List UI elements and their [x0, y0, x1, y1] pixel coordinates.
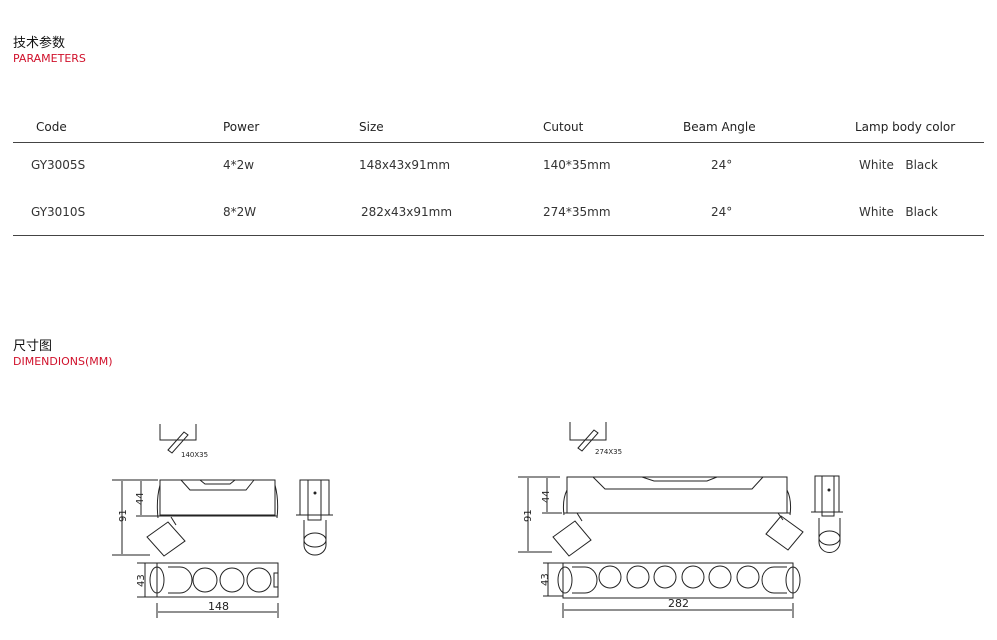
- cell-beam-angle: 24°: [711, 205, 733, 219]
- cell-power: 4*2w: [223, 158, 255, 172]
- header-cutout: Cutout: [543, 120, 584, 134]
- table-divider: [13, 142, 984, 143]
- dimensions-title-cn: 尺寸图: [13, 339, 53, 354]
- cell-code: GY3010S: [31, 205, 86, 219]
- bottom-view: [557, 562, 801, 599]
- cell-size: 148x43x91mm: [359, 158, 451, 172]
- cell-color: White Black: [859, 158, 938, 172]
- dim-height: 91: [118, 509, 129, 522]
- dim-height: 91: [523, 509, 534, 522]
- parameters-title-cn: 技术参数: [13, 36, 66, 51]
- dimension-lines: [112, 479, 279, 618]
- cell-code: GY3005S: [31, 158, 86, 172]
- header-code: Code: [36, 120, 67, 134]
- cell-power: 8*2W: [223, 205, 257, 219]
- parameters-title-en: PARAMETERS: [13, 52, 86, 65]
- header-lamp-body-color: Lamp body color: [855, 120, 956, 134]
- cutout-icon: [569, 422, 607, 452]
- cutout-label: 140X35: [181, 451, 208, 459]
- table-bottom-rule: [13, 235, 984, 236]
- dimension-lines: [518, 476, 794, 618]
- header-beam-angle: Beam Angle: [683, 120, 756, 134]
- cutout-label: 274X35: [595, 448, 622, 456]
- header-power: Power: [223, 120, 260, 134]
- dim-body-height: 44: [541, 490, 552, 503]
- dimensions-title-en: DIMENDIONS(MM): [13, 355, 113, 368]
- dim-body-height: 44: [135, 492, 146, 505]
- cell-cutout: 274*35mm: [543, 205, 611, 219]
- dim-length: 148: [208, 600, 229, 613]
- front-view: [146, 479, 279, 557]
- side-view: [811, 475, 843, 553]
- cutout-icon: [159, 424, 197, 454]
- cell-cutout: 140*35mm: [543, 158, 611, 172]
- cell-beam-angle: 24°: [711, 158, 733, 172]
- drawing-gy3010s: 274X35 91 44 43 282: [518, 422, 843, 618]
- side-view: [296, 479, 333, 556]
- cell-size: 282x43x91mm: [361, 205, 453, 219]
- dim-length: 282: [668, 597, 689, 610]
- header-size: Size: [359, 120, 384, 134]
- cell-color: White Black: [859, 205, 938, 219]
- bottom-view: [149, 562, 279, 598]
- dim-width: 43: [136, 574, 147, 587]
- drawing-gy3005s: 140X35 91 44 43 148: [112, 424, 333, 618]
- front-view: [552, 476, 804, 557]
- dim-width: 43: [540, 573, 551, 586]
